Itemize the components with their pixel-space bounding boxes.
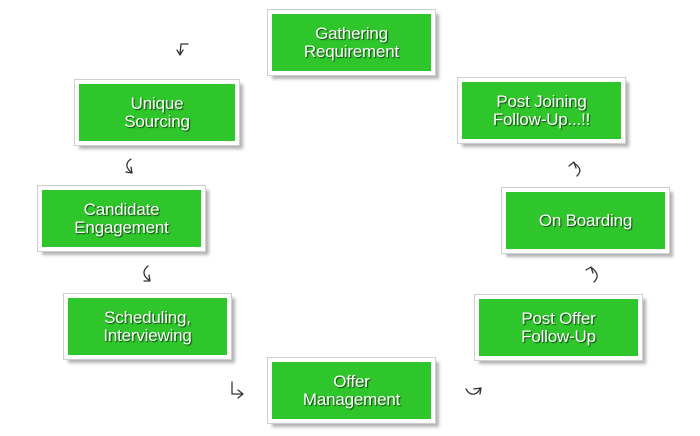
curved-arrow-icon [465,387,482,395]
step-post-offer-followup: Post Offer Follow-Up [474,294,643,361]
step-label: Gathering Requirement [303,23,400,61]
step-scheduling-interviewing: Scheduling, Interviewing [63,293,232,360]
step-offer-management: Offer Management [267,357,436,424]
curved-arrow-icon [568,161,581,177]
step-candidate-engagement: Candidate Engagement [37,185,206,252]
step-unique-sourcing: Unique Sourcing [74,79,240,146]
step-label: On Boarding [538,210,633,230]
curved-arrow-icon [231,381,244,399]
step-post-joining-followup: Post Joining Follow-Up...!! [457,77,626,144]
step-label: Post Joining Follow-Up...!! [492,91,591,129]
step-gathering-requirement: Gathering Requirement [267,9,436,76]
step-label: Unique Sourcing [124,93,190,131]
step-on-boarding: On Boarding [501,187,670,254]
curved-arrow-icon [143,265,151,282]
step-label: Candidate Engagement [74,199,169,237]
curved-arrow-icon [125,158,133,174]
curved-arrow-icon [585,266,598,283]
step-label: Scheduling, Interviewing [103,307,192,345]
curved-arrow-icon [176,43,189,56]
step-label: Post Offer Follow-Up [521,308,596,346]
step-label: Offer Management [302,371,401,409]
